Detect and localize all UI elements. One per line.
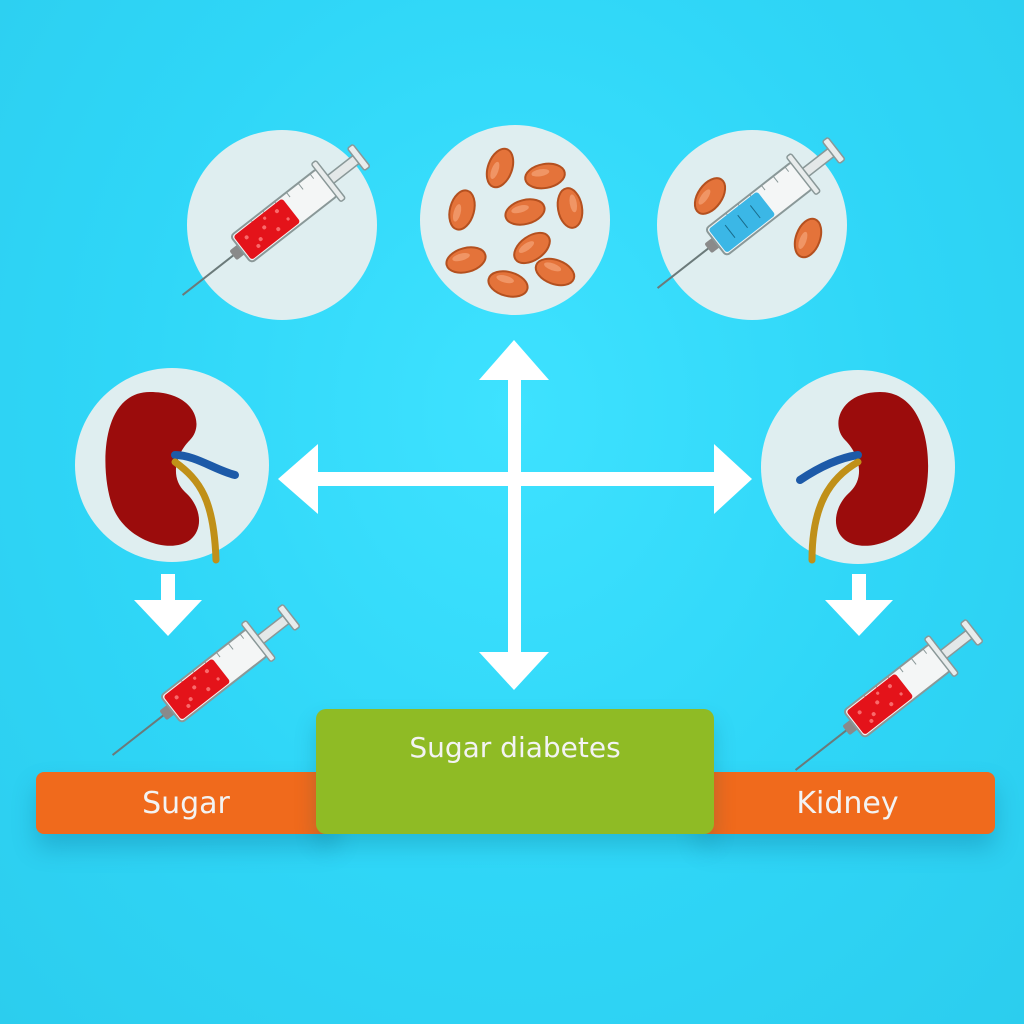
arrow-right-icon — [714, 444, 752, 514]
label-sugar: Sugar — [142, 785, 230, 821]
label-bar-sugar: Sugar — [36, 772, 336, 834]
label-box-sugar-diabetes: Sugar diabetes — [316, 709, 714, 834]
circle-syringe-blue — [643, 129, 851, 320]
label-sugar-diabetes: Sugar diabetes — [409, 731, 621, 764]
kidney-icon — [796, 392, 929, 564]
circle-syringe-red — [168, 130, 377, 320]
circle-pills — [420, 125, 610, 315]
label-bar-kidney: Kidney — [700, 772, 995, 834]
label-kidney: Kidney — [796, 785, 899, 821]
horizontal-arrow-shaft — [314, 472, 718, 486]
kidney-icon — [105, 392, 239, 564]
arrow-down-left — [134, 574, 202, 636]
circle-kidney-left — [75, 368, 269, 564]
circle-kidney-right — [761, 370, 955, 564]
syringe-red-blood-icon — [781, 611, 989, 789]
vertical-arrow-shaft — [508, 376, 521, 659]
central-arrow-cross — [278, 340, 752, 690]
arrow-down-right — [825, 574, 893, 636]
syringe-red-blood-icon — [98, 596, 306, 774]
arrow-down-icon — [479, 652, 549, 690]
arrow-left-icon — [278, 444, 318, 514]
arrow-up-icon — [479, 340, 549, 380]
